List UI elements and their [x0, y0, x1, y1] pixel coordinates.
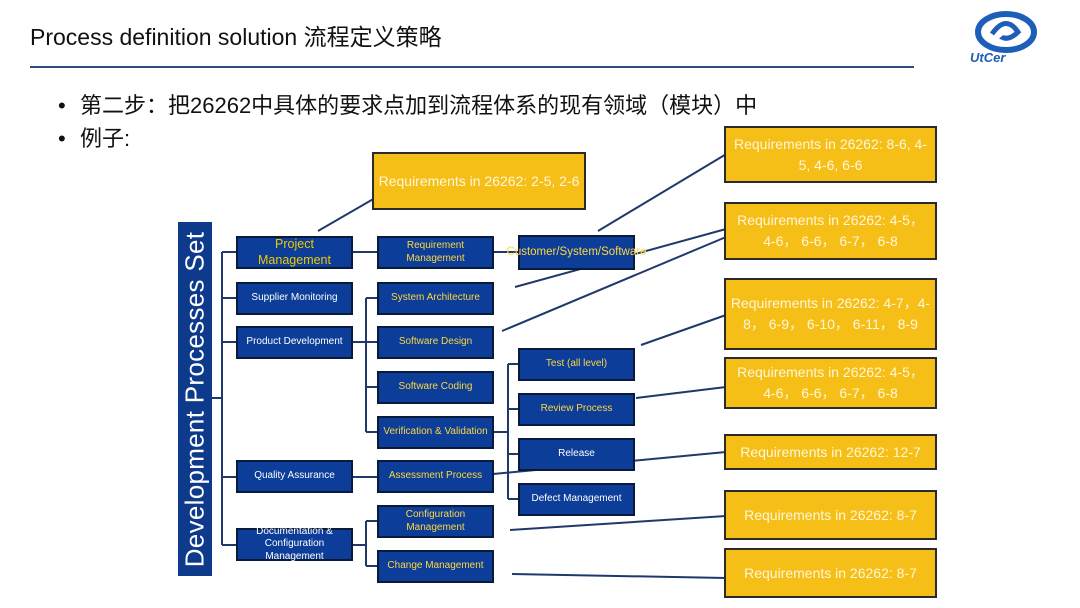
box-requirement-management: Requirement Management [377, 236, 494, 269]
utcer-logo: UtCer [968, 8, 1048, 68]
svg-text:UtCer: UtCer [970, 50, 1006, 65]
box-release: Release [518, 438, 635, 471]
box-project-management: Project Management [236, 236, 353, 269]
box-documentation-configuration: Documentation & Configuration Management [236, 526, 353, 562]
req-box-system-architecture: Requirements in 26262: 4-5， 4-6， 6-6， 6-… [724, 202, 937, 260]
box-change-management: Change Management [377, 550, 494, 583]
box-defect-management: Defect Management [518, 483, 635, 516]
box-supplier-monitoring: Supplier Monitoring [236, 282, 353, 315]
box-assessment-process: Assessment Process [377, 460, 494, 493]
req-box-assessment-process: Requirements in 26262: 12-7 [724, 434, 937, 470]
bullet-example-text: 例子: [80, 126, 131, 151]
bullet-example: •例子: [58, 126, 131, 151]
page-title: Process definition solution 流程定义策略 [30, 24, 442, 50]
req-box-customer-system-software: Requirements in 26262: 8-6, 4-5, 4-6, 6-… [724, 126, 937, 183]
box-product-development: Product Development [236, 326, 353, 359]
box-software-coding: Software Coding [377, 371, 494, 404]
req-box-project-management: Requirements in 26262: 2-5, 2-6 [372, 152, 586, 210]
bullet-step2-text: 第二步：把26262中具体的要求点加到流程体系的现有领域（模块）中 [80, 93, 758, 118]
title-divider [30, 66, 914, 68]
box-test-all-level: Test (all level) [518, 348, 635, 381]
box-system-architecture: System Architecture [377, 282, 494, 315]
development-processes-set: Development Processes Set [178, 222, 212, 576]
req-box-configuration-management: Requirements in 26262: 8-7 [724, 490, 937, 540]
box-quality-assurance: Quality Assurance [236, 460, 353, 493]
root-label: Development Processes Set [179, 231, 210, 567]
box-software-design: Software Design [377, 326, 494, 359]
req-box-test-all-level: Requirements in 26262: 4-7，4-8， 6-9， 6-1… [724, 278, 937, 350]
box-customer-system-software: Customer/System/Software [507, 235, 646, 270]
bullet-step2: •第二步：把26262中具体的要求点加到流程体系的现有领域（模块）中 [58, 93, 758, 118]
box-review-process: Review Process [518, 393, 635, 426]
req-box-change-management: Requirements in 26262: 8-7 [724, 548, 937, 598]
box-configuration-management: Configuration Management [377, 505, 494, 538]
box-verification-validation: Verification & Validation [377, 416, 494, 449]
req-box-review-process: Requirements in 26262: 4-5， 4-6， 6-6， 6-… [724, 357, 937, 409]
